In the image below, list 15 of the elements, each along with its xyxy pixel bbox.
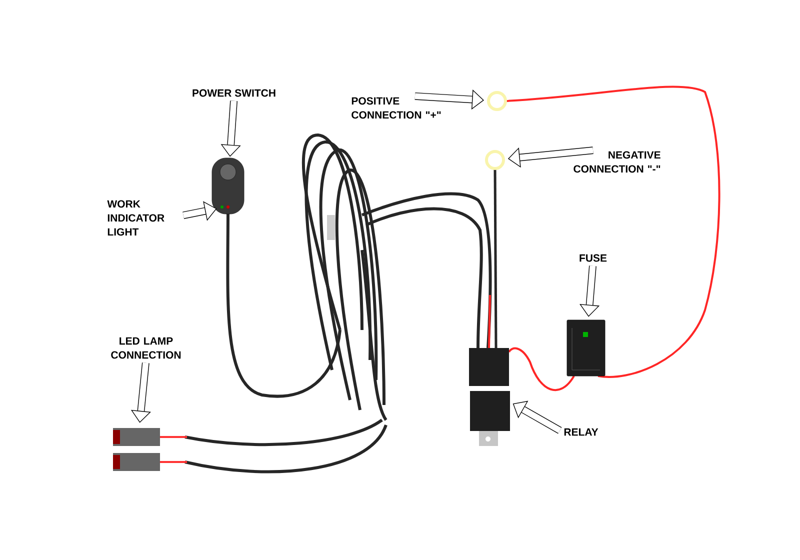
ring-terminal	[485, 150, 505, 170]
part-label: LED LAMP CONNECTION	[111, 337, 181, 359]
relay	[469, 348, 510, 446]
lamp-connectors-drawing	[113, 428, 160, 471]
ring-terminal	[487, 91, 507, 111]
block-arrow	[580, 266, 600, 317]
part-label: WORK INDICATOR LIGHT	[107, 200, 164, 236]
part-label: RELAY	[564, 428, 598, 436]
part-label: POSITIVE CONNECTION "+"	[352, 97, 441, 119]
part-label: POWER SWITCH	[192, 89, 276, 97]
part-label: NEGATIVE CONNECTION "-"	[574, 151, 660, 173]
indicator-light	[220, 205, 230, 209]
fuse-holder	[566, 320, 606, 376]
block-arrow	[512, 400, 562, 434]
part-label: FUSE	[580, 254, 607, 262]
